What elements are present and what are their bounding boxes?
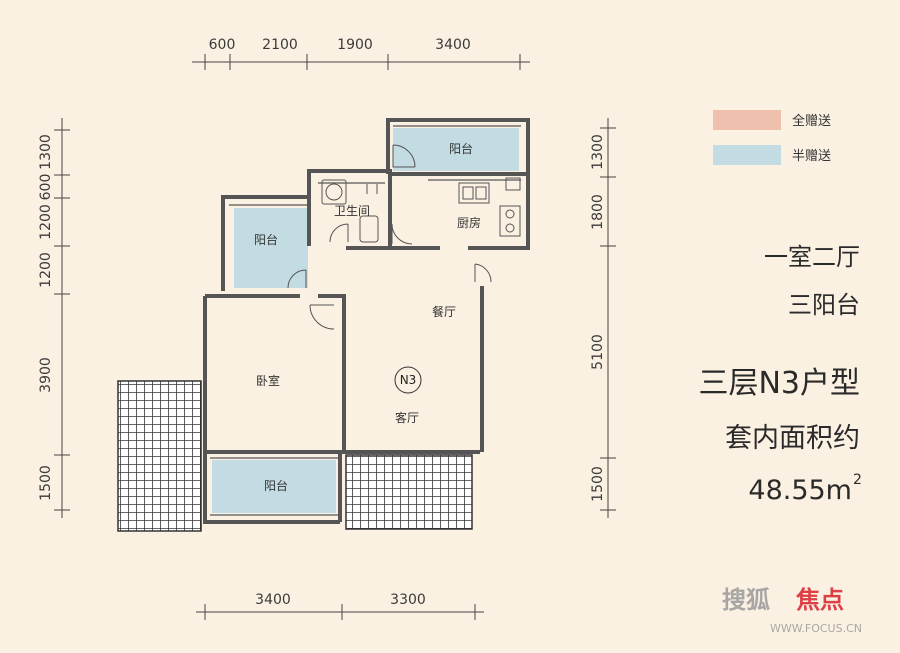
bottom-dim-2: 3300: [390, 592, 426, 608]
top-dimension-line: [192, 54, 530, 70]
left-dim-2: 600: [38, 174, 54, 201]
left-dim-6: 1500: [38, 465, 54, 501]
legend-label-full: 全赠送: [792, 113, 831, 129]
bottom-dim-1: 3400: [255, 592, 291, 608]
left-dim-3: 1200: [38, 204, 54, 240]
balconies-text: 三阳台: [788, 291, 860, 319]
left-dim-1: 1300: [38, 134, 54, 170]
balcony-bottom-fill: [212, 460, 336, 513]
top-dim-4: 3400: [435, 37, 471, 53]
right-dim-3: 5100: [590, 334, 606, 370]
doors: [287, 144, 492, 330]
room-label-dining: 餐厅: [432, 304, 456, 319]
legend-label-half: 半赠送: [792, 149, 831, 164]
room-label-kitchen: 厨房: [457, 215, 481, 230]
top-dim-2: 2100: [262, 37, 298, 53]
unit-badge: N3: [400, 373, 417, 387]
balcony-left-fill: [234, 208, 308, 288]
unit-title: 三层N3户型: [698, 366, 860, 401]
unit-badge-circle: [394, 366, 422, 394]
balcony-top-fill: [393, 128, 519, 171]
right-dim-1: 1300: [590, 134, 606, 170]
top-dim-3: 1900: [337, 37, 373, 53]
room-label-balcony-bottom: 阳台: [264, 478, 288, 493]
left-dimension-line: [54, 118, 70, 518]
layout-text: 一室二厅: [764, 243, 860, 271]
bottom-dimension-line: [196, 604, 484, 620]
top-dim-1: 600: [209, 37, 236, 53]
area-value: 48.55m: [748, 475, 852, 506]
area-unit-superscript: 2: [853, 472, 862, 488]
right-dim-4: 1500: [590, 466, 606, 502]
legend-swatch-full: [713, 110, 781, 130]
bottom-terrace-tiles: [345, 454, 473, 530]
room-label-bedroom: 卧室: [256, 373, 280, 388]
kitchen-fixtures: [458, 177, 521, 237]
watermark-brand-b: 焦点: [796, 586, 844, 614]
left-dim-4: 1200: [38, 252, 54, 288]
left-terrace-tiles: [117, 380, 202, 532]
watermark-url: WWW.FOCUS.CN: [770, 622, 862, 635]
focus-watermark: 搜狐 焦点 WWW.FOCUS.CN: [722, 586, 862, 635]
watermark-brand-a: 搜狐: [722, 586, 770, 614]
legend-swatch-half: [713, 145, 781, 165]
walls: [203, 118, 530, 524]
right-dim-2: 1800: [590, 194, 606, 230]
room-label-balcony-left: 阳台: [254, 232, 278, 247]
left-dim-5: 3900: [38, 357, 54, 393]
room-label-balcony-top: 阳台: [449, 141, 473, 156]
area-label: 套内面积约: [725, 423, 860, 454]
right-dimension-line: [600, 118, 616, 518]
room-label-living: 客厅: [395, 410, 419, 425]
room-label-bathroom: 卫生间: [334, 204, 370, 218]
bathroom-fixtures: [321, 179, 379, 243]
